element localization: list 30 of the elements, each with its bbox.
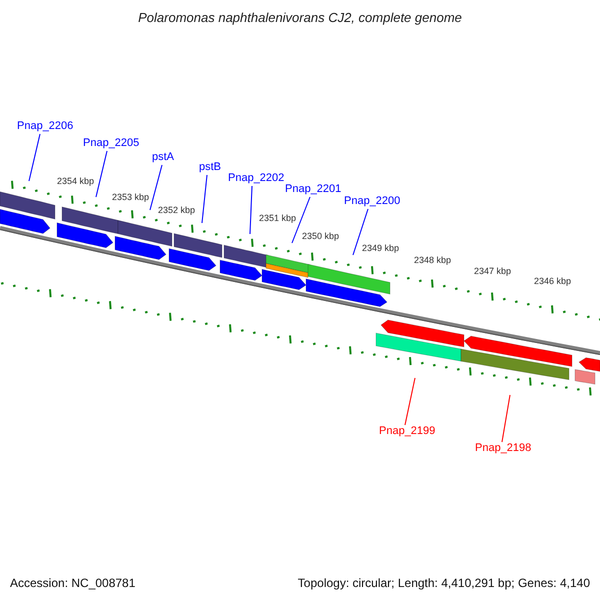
gene-label: Pnap_2201 <box>285 183 342 195</box>
gene-label: Pnap_2200 <box>344 195 400 207</box>
gene-label: Pnap_2198 <box>475 442 532 454</box>
gene-label: pstA <box>152 151 174 163</box>
scale-label: 2352 kbp <box>158 205 196 215</box>
gene-label: Pnap_2206 <box>17 120 74 132</box>
leader-line <box>28 134 40 182</box>
leader-line <box>502 394 510 442</box>
gene-label: Pnap_2205 <box>83 137 140 149</box>
title: Polaromonas naphthalenivorans CJ2, complete genome <box>137 10 463 25</box>
leader-line <box>96 150 108 198</box>
gene-label: Pnap_2202 <box>228 172 284 184</box>
leader-line <box>404 378 416 426</box>
scale-label: 2347 kbp <box>474 266 512 276</box>
scale-label: 2350 kbp <box>302 231 340 241</box>
leader-line <box>352 208 368 256</box>
scale-label: 2351 kbp <box>259 213 296 223</box>
footer-text: Topology: circular; Length: 4,410,291 bp; Genes: 4,140 <box>298 576 590 590</box>
leader-line <box>202 174 208 224</box>
scale-label: 2354 kbp <box>57 176 94 186</box>
leader-line <box>292 196 310 244</box>
scale-label: 2346 kbp <box>534 276 572 286</box>
gene-label: pstB <box>199 161 222 173</box>
footer-text: Accession: NC_008781 <box>10 576 136 590</box>
leader-line <box>150 164 162 210</box>
scale-label: 2353 kbp <box>112 192 150 202</box>
leader-line <box>250 186 252 234</box>
scale-label: 2348 kbp <box>414 255 452 265</box>
gene-label: Pnap_2199 <box>379 425 436 437</box>
scale-label: 2349 kbp <box>362 243 400 253</box>
